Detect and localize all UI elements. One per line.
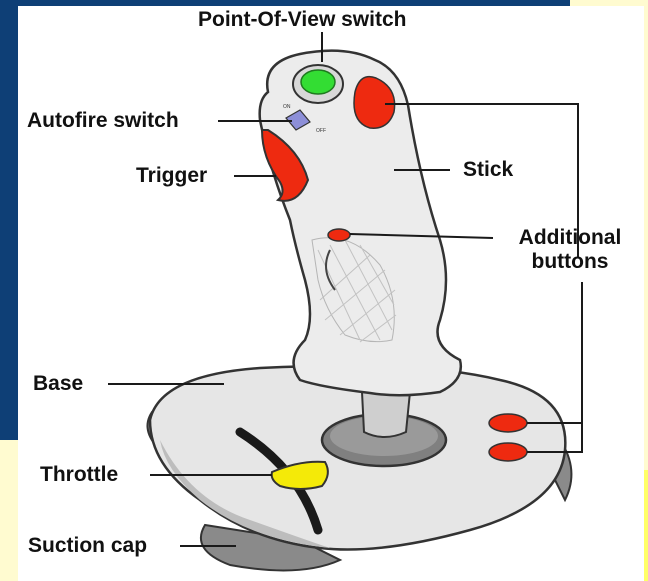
base-button-lower [489,443,527,461]
pov-switch-label: Point-Of-View switch [198,8,406,32]
throttle-label: Throttle [40,463,118,487]
autofire-on-text: ON [283,104,291,110]
base-label: Base [33,372,83,396]
stick-shaft [362,392,410,437]
mid-stick-button [328,229,350,241]
autofire-switch-label: Autofire switch [27,109,179,133]
trigger-label: Trigger [136,164,207,188]
additional-buttons-label-line2: buttons [500,250,640,274]
base-button-upper [489,414,527,432]
additional-buttons-label: Additional buttons [500,226,640,274]
suction-cap-label: Suction cap [28,534,147,558]
additional-buttons-label-line1: Additional [500,226,640,250]
pov-button [301,70,335,94]
autofire-off-text: OFF [316,128,326,134]
stick-label: Stick [463,158,513,182]
